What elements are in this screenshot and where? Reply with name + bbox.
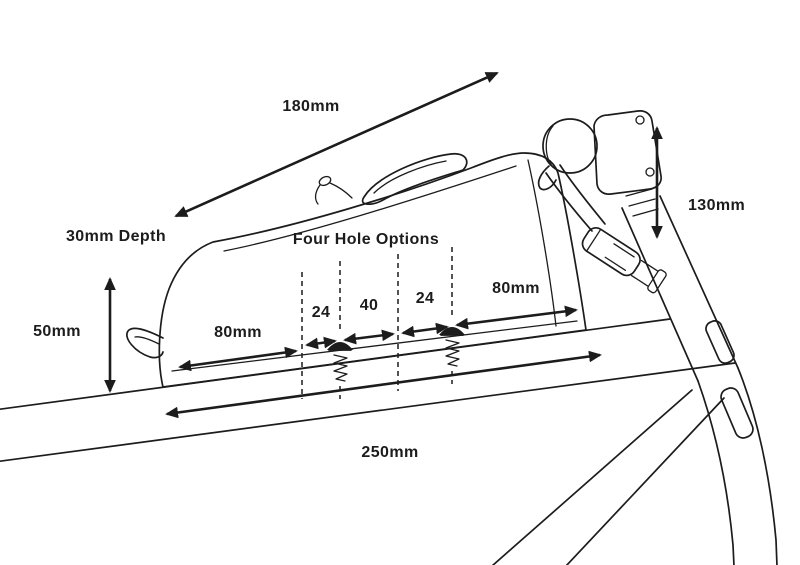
dim-180-label: 180mm xyxy=(282,98,339,115)
fork-crown xyxy=(705,320,735,364)
stem-and-handlebar xyxy=(537,110,662,217)
bolt-1-threads xyxy=(333,354,348,382)
down-tube-line-2 xyxy=(565,397,725,565)
brake-caliper-shape xyxy=(720,387,754,439)
buckle-strap-end xyxy=(647,269,667,294)
dim-line-80-right xyxy=(455,305,578,330)
dim-24-left-label: 24 xyxy=(312,304,331,321)
brake-lever xyxy=(537,165,557,191)
rear-strap-line-2 xyxy=(559,164,606,225)
dim-40-label: 40 xyxy=(360,297,379,314)
depth-label: 30mm Depth xyxy=(66,228,166,245)
head-tube-back-line xyxy=(621,207,699,382)
stem-bolt-top xyxy=(635,115,645,125)
mounting-bolts xyxy=(327,327,465,382)
fork-front-line xyxy=(737,367,778,565)
handlebar-outline xyxy=(542,118,598,174)
rear-buckle xyxy=(581,227,667,294)
bolt-1-head xyxy=(327,342,353,350)
fork xyxy=(697,320,778,565)
four-hole-options-heading: Four Hole Options xyxy=(293,231,439,248)
head-tube-front-line xyxy=(659,195,739,369)
headset-spacer-lines xyxy=(625,188,659,217)
cord-tail xyxy=(314,184,321,205)
dim-line-24-left xyxy=(305,336,337,350)
dim-line-24-right xyxy=(401,322,449,338)
dim-50-label: 50mm xyxy=(33,323,81,340)
buckle-divider xyxy=(585,228,602,252)
top-tube-bag xyxy=(126,152,667,388)
head-tube xyxy=(621,195,739,382)
buckle-strap-lines xyxy=(630,259,659,288)
dim-80-left-label: 80mm xyxy=(214,324,262,341)
zipper-cord xyxy=(329,182,353,199)
stem-bolt-bottom xyxy=(645,167,655,177)
buckle-body xyxy=(581,227,641,277)
dim-24-right-label: 24 xyxy=(416,290,435,307)
left-strap-tab-inner xyxy=(134,336,160,345)
brake-caliper xyxy=(720,387,754,439)
bolt-2-threads xyxy=(445,339,460,367)
fork-back-line xyxy=(697,380,735,565)
down-tube xyxy=(491,389,725,565)
stem-body xyxy=(593,110,662,195)
dim-130-label: 130mm xyxy=(688,197,745,214)
down-tube-line-1 xyxy=(491,389,693,565)
dim-line-40 xyxy=(343,329,395,345)
dim-line-180 xyxy=(174,71,499,218)
rear-strap-line-1 xyxy=(545,172,593,232)
hole-guides xyxy=(301,247,453,399)
dim-250-label: 250mm xyxy=(361,444,418,461)
fork-crown-shape xyxy=(705,320,735,364)
handlebar-inner-arc xyxy=(545,125,554,168)
dimension-lines xyxy=(104,71,663,419)
carry-handle xyxy=(361,152,468,205)
dimension-labels: 180mm 130mm 30mm Depth 50mm Four Hole Op… xyxy=(33,98,745,461)
dim-80-right-label: 80mm xyxy=(492,280,540,297)
left-strap-tab xyxy=(126,327,164,359)
dim-line-250 xyxy=(165,350,602,419)
dim-line-80-left xyxy=(178,346,298,372)
buckle-slots xyxy=(604,243,635,271)
